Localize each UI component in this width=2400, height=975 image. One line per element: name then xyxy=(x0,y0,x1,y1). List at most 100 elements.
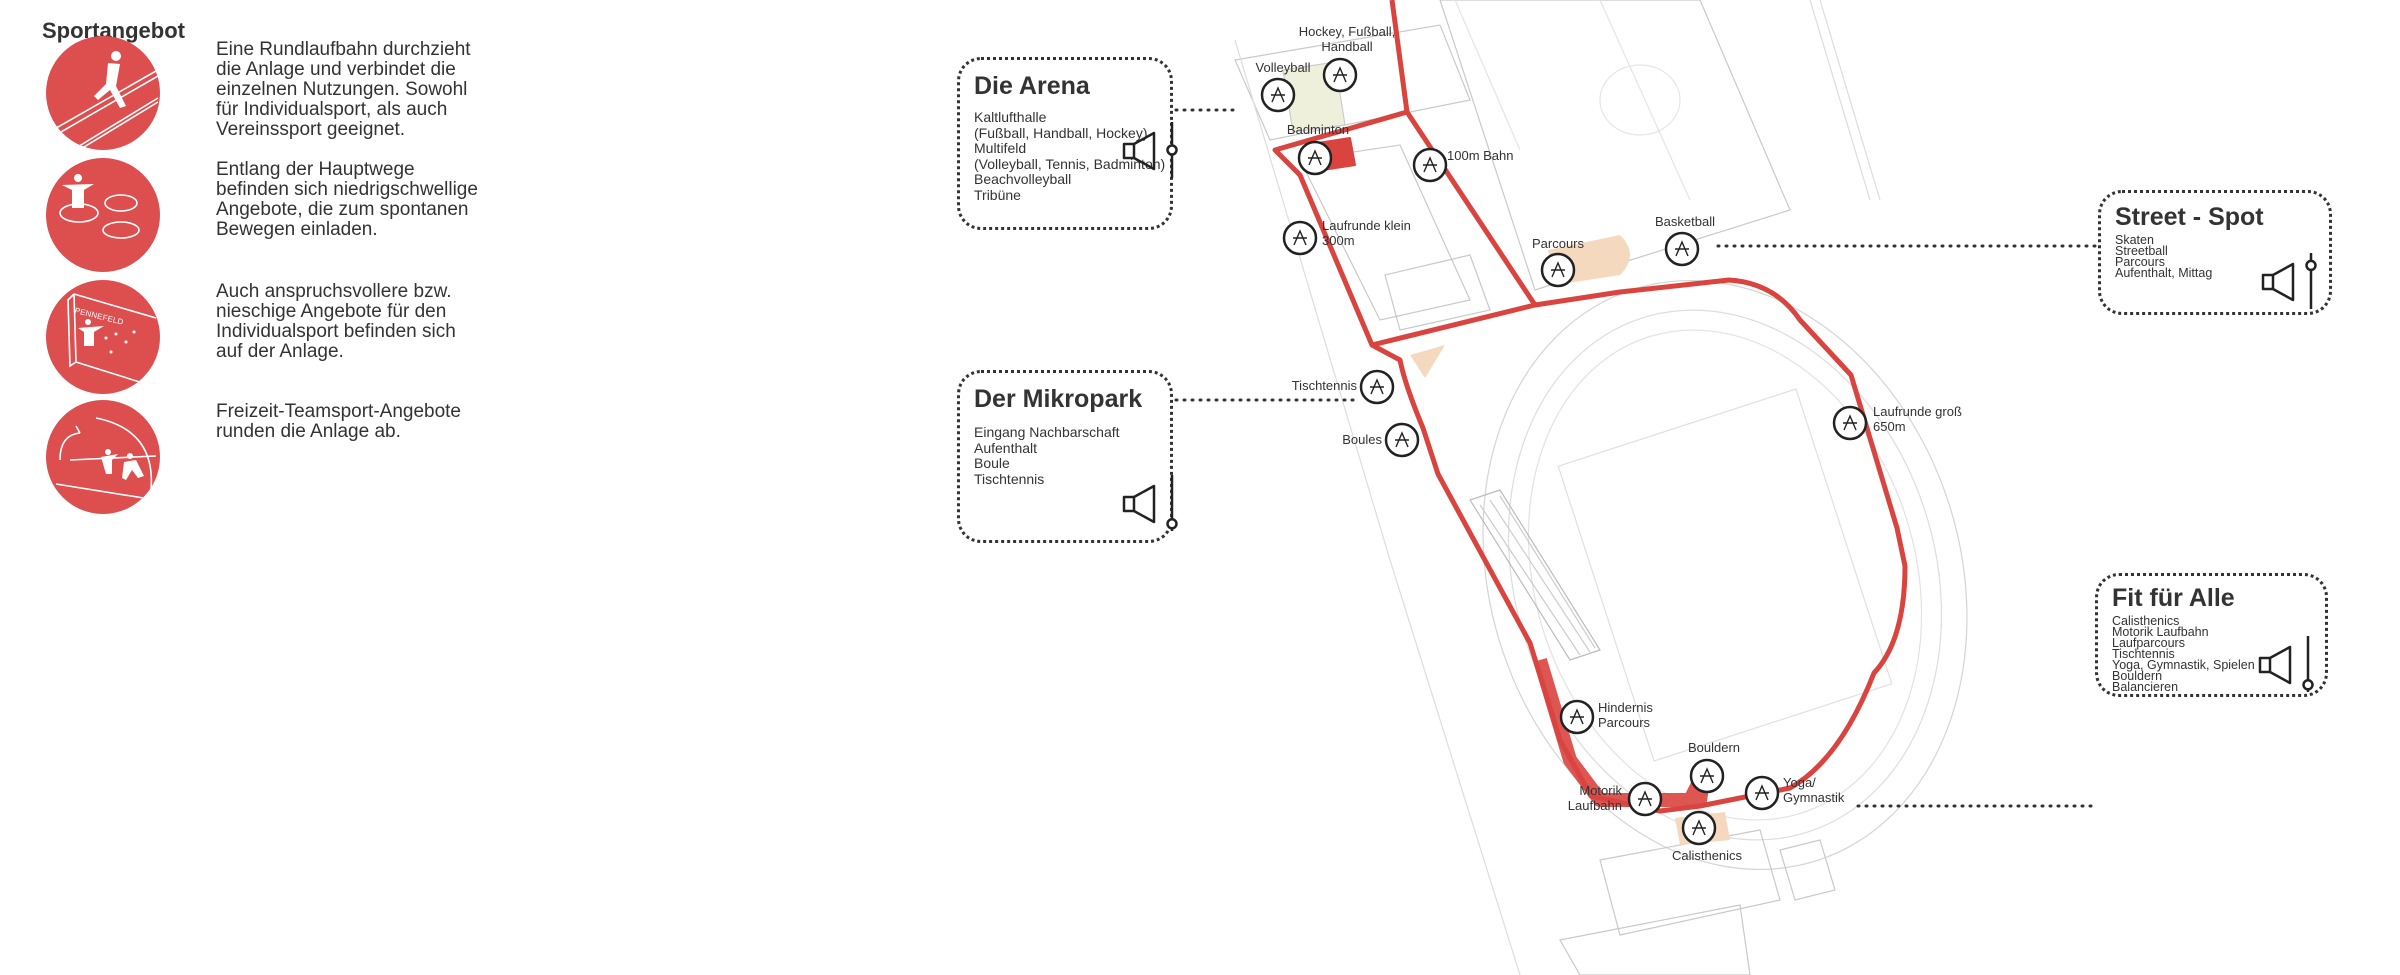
zone-box-mikropark: Der Mikropark Eingang Nachbarschaft Aufe… xyxy=(957,370,1178,543)
route-small-loop xyxy=(1272,109,1538,348)
runner-icon-glyph xyxy=(1843,414,1857,431)
tischtennis-area xyxy=(1410,345,1445,378)
zone-title: Street - Spot xyxy=(2115,203,2264,231)
calisthenics-bars-icon-glyph xyxy=(1692,819,1706,836)
volume-indicator xyxy=(1120,473,1190,533)
zone-item: Skaten xyxy=(2115,233,2154,247)
map-marker-label: Laufrunde klein xyxy=(1322,218,1411,233)
zone-title: Die Arena xyxy=(974,72,1090,100)
map-marker[interactable]: Hockey, Fußball,Handball xyxy=(1299,24,1396,93)
route-north-spur xyxy=(1389,0,1410,113)
map-marker[interactable]: Badminton xyxy=(1287,122,1349,176)
volume-knob xyxy=(1166,518,1178,530)
map-marker-label: Gymnastik xyxy=(1783,790,1845,805)
zone-item: Parcours xyxy=(2115,255,2166,269)
speaker-icon xyxy=(1122,131,1156,171)
bouldering-icon-glyph xyxy=(1700,767,1714,784)
volume-slider xyxy=(2302,636,2314,692)
zone-item: Yoga, Gymnastik, Spielen xyxy=(2112,658,2255,672)
climbing-wall-icon: PENNEFELD xyxy=(46,280,160,394)
zone-box-arena: Die Arena Kaltlufthalle (Fußball, Handba… xyxy=(957,57,1178,230)
zone-item: Streetball xyxy=(2115,244,2168,258)
sport-text-2: Entlang der Hauptwege befinden sich nied… xyxy=(216,159,478,240)
route-wide-segment xyxy=(1533,657,1712,807)
map-marker-label: 100m Bahn xyxy=(1447,148,1514,163)
volume-knob xyxy=(2302,679,2314,691)
zone-item: Tischtennis xyxy=(974,470,1045,487)
sport-text-3: Auch anspruchsvollere bzw. nieschige Ang… xyxy=(216,281,456,362)
zone-title: Fit für Alle xyxy=(2112,584,2235,612)
zone-item: Beachvolleyball xyxy=(974,171,1072,187)
map-base-drawing xyxy=(1234,0,1968,975)
zone-items: Kaltlufthalle (Fußball, Handball, Hockey… xyxy=(974,109,1166,203)
map-marker[interactable]: Basketball xyxy=(1655,214,1715,267)
map-marker[interactable]: 100m Bahn xyxy=(1412,147,1514,183)
map-marker[interactable]: Boules xyxy=(1342,422,1420,458)
volume-indicator xyxy=(2259,251,2329,311)
zone-item: Kaltlufthalle xyxy=(974,109,1047,125)
sports-field-north xyxy=(1439,0,1791,291)
zone-item: Tischtennis xyxy=(2112,647,2175,661)
zone-item: Balancieren xyxy=(2112,680,2179,694)
map-marker-label: Laufbahn xyxy=(1568,798,1622,813)
zone-item: Multifeld xyxy=(974,140,1027,156)
map-marker[interactable]: Parcours xyxy=(1532,236,1585,288)
map-marker-label: Handball xyxy=(1321,39,1372,54)
map-marker-label: Yoga/ xyxy=(1783,775,1816,790)
map-marker-label: Hockey, Fußball, xyxy=(1299,24,1396,39)
volume-knob xyxy=(1166,144,1178,156)
volume-knob xyxy=(2305,259,2317,272)
zone-item: Bouldern xyxy=(2112,669,2163,683)
zone-box-fit-fuer-alle: Fit für Alle Calisthenics Motorik Laufba… xyxy=(2095,573,2328,697)
basketball-icon-glyph xyxy=(1675,240,1689,257)
volume-slider xyxy=(1166,122,1178,178)
connector-lines xyxy=(1174,108,2098,808)
zone-item: (Volleyball, Tennis, Badminton) xyxy=(974,155,1166,172)
map-marker-label: Basketball xyxy=(1655,214,1715,229)
map-marker-label: Parcours xyxy=(1532,236,1585,251)
zone-item: Aufenthalt xyxy=(974,439,1038,456)
map-marker[interactable]: Volleyball xyxy=(1256,60,1311,113)
volume-indicator xyxy=(2256,634,2326,694)
zone-items: Eingang Nachbarschaft Aufenthalt Boule T… xyxy=(974,424,1120,487)
table-tennis-icon-glyph xyxy=(1370,378,1384,395)
zone-item: (Fußball, Handball, Hockey) xyxy=(974,124,1148,141)
speaker-icon xyxy=(2261,262,2295,302)
sport-text-1: Eine Rundlaufbahn durchzieht die Anlage … xyxy=(216,39,471,140)
badminton-racket-icon-glyph xyxy=(1308,149,1322,166)
map-marker-label: Calisthenics xyxy=(1672,848,1743,863)
volume-slider xyxy=(2305,253,2317,309)
sport-text-4: Freizeit-Teamsport-Angebote runden die A… xyxy=(216,401,461,442)
zone-item: Eingang Nachbarschaft xyxy=(974,424,1120,440)
zone-item: Motorik Laufbahn xyxy=(2112,625,2209,639)
map-marker[interactable]: Tischtennis xyxy=(1292,369,1395,405)
volume-indicator xyxy=(1120,120,1190,180)
map-marker-label: Hindernis xyxy=(1598,700,1653,715)
map-marker[interactable]: Calisthenics xyxy=(1672,810,1743,863)
map-marker-label: Badminton xyxy=(1287,122,1349,137)
map-marker[interactable]: Bouldern xyxy=(1688,740,1740,794)
zone-items: Calisthenics Motorik Laufbahn Laufparcou… xyxy=(2112,615,2255,694)
map-marker-label: Laufrunde groß xyxy=(1873,404,1962,419)
running-route xyxy=(1272,0,1908,814)
map-marker-label: 650m xyxy=(1873,419,1906,434)
map-marker-label: 300m xyxy=(1322,233,1355,248)
zone-box-street-spot: Street - Spot Skaten Streetball Parcours… xyxy=(2098,190,2332,315)
map-marker[interactable]: Yoga/Gymnastik xyxy=(1744,775,1845,811)
map-marker-label: Parcours xyxy=(1598,715,1651,730)
zone-title: Der Mikropark xyxy=(974,385,1143,413)
map-marker-label: Motorik xyxy=(1579,783,1622,798)
volleyball-icon-glyph xyxy=(1271,86,1285,103)
hurdle-icon-glyph xyxy=(1570,708,1584,725)
zone-item: Boule xyxy=(974,455,1010,471)
zone-item: Laufparcours xyxy=(2112,636,2185,650)
hockey-sticks-icon-glyph xyxy=(1333,66,1347,83)
zone-items: Skaten Streetball Parcours Aufenthalt, M… xyxy=(2115,233,2212,280)
wave-track-icon-glyph xyxy=(1638,790,1652,807)
